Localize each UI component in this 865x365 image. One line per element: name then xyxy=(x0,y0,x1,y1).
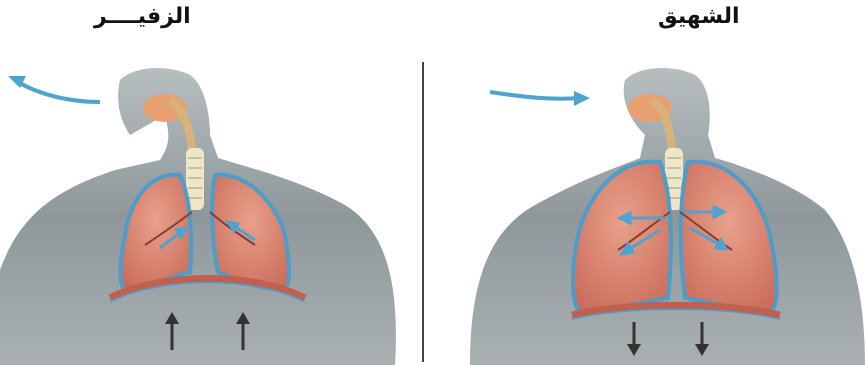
inhalation-title: الشهيق xyxy=(658,4,740,29)
body-silhouette xyxy=(0,68,396,365)
inhalation-illustration xyxy=(440,40,865,365)
exhalation-title: الزفيــــر xyxy=(94,4,191,29)
airflow-out-arrow xyxy=(8,76,100,102)
panel-divider xyxy=(422,62,424,362)
airflow-in-arrow xyxy=(490,91,590,106)
exhalation-illustration xyxy=(0,40,420,365)
